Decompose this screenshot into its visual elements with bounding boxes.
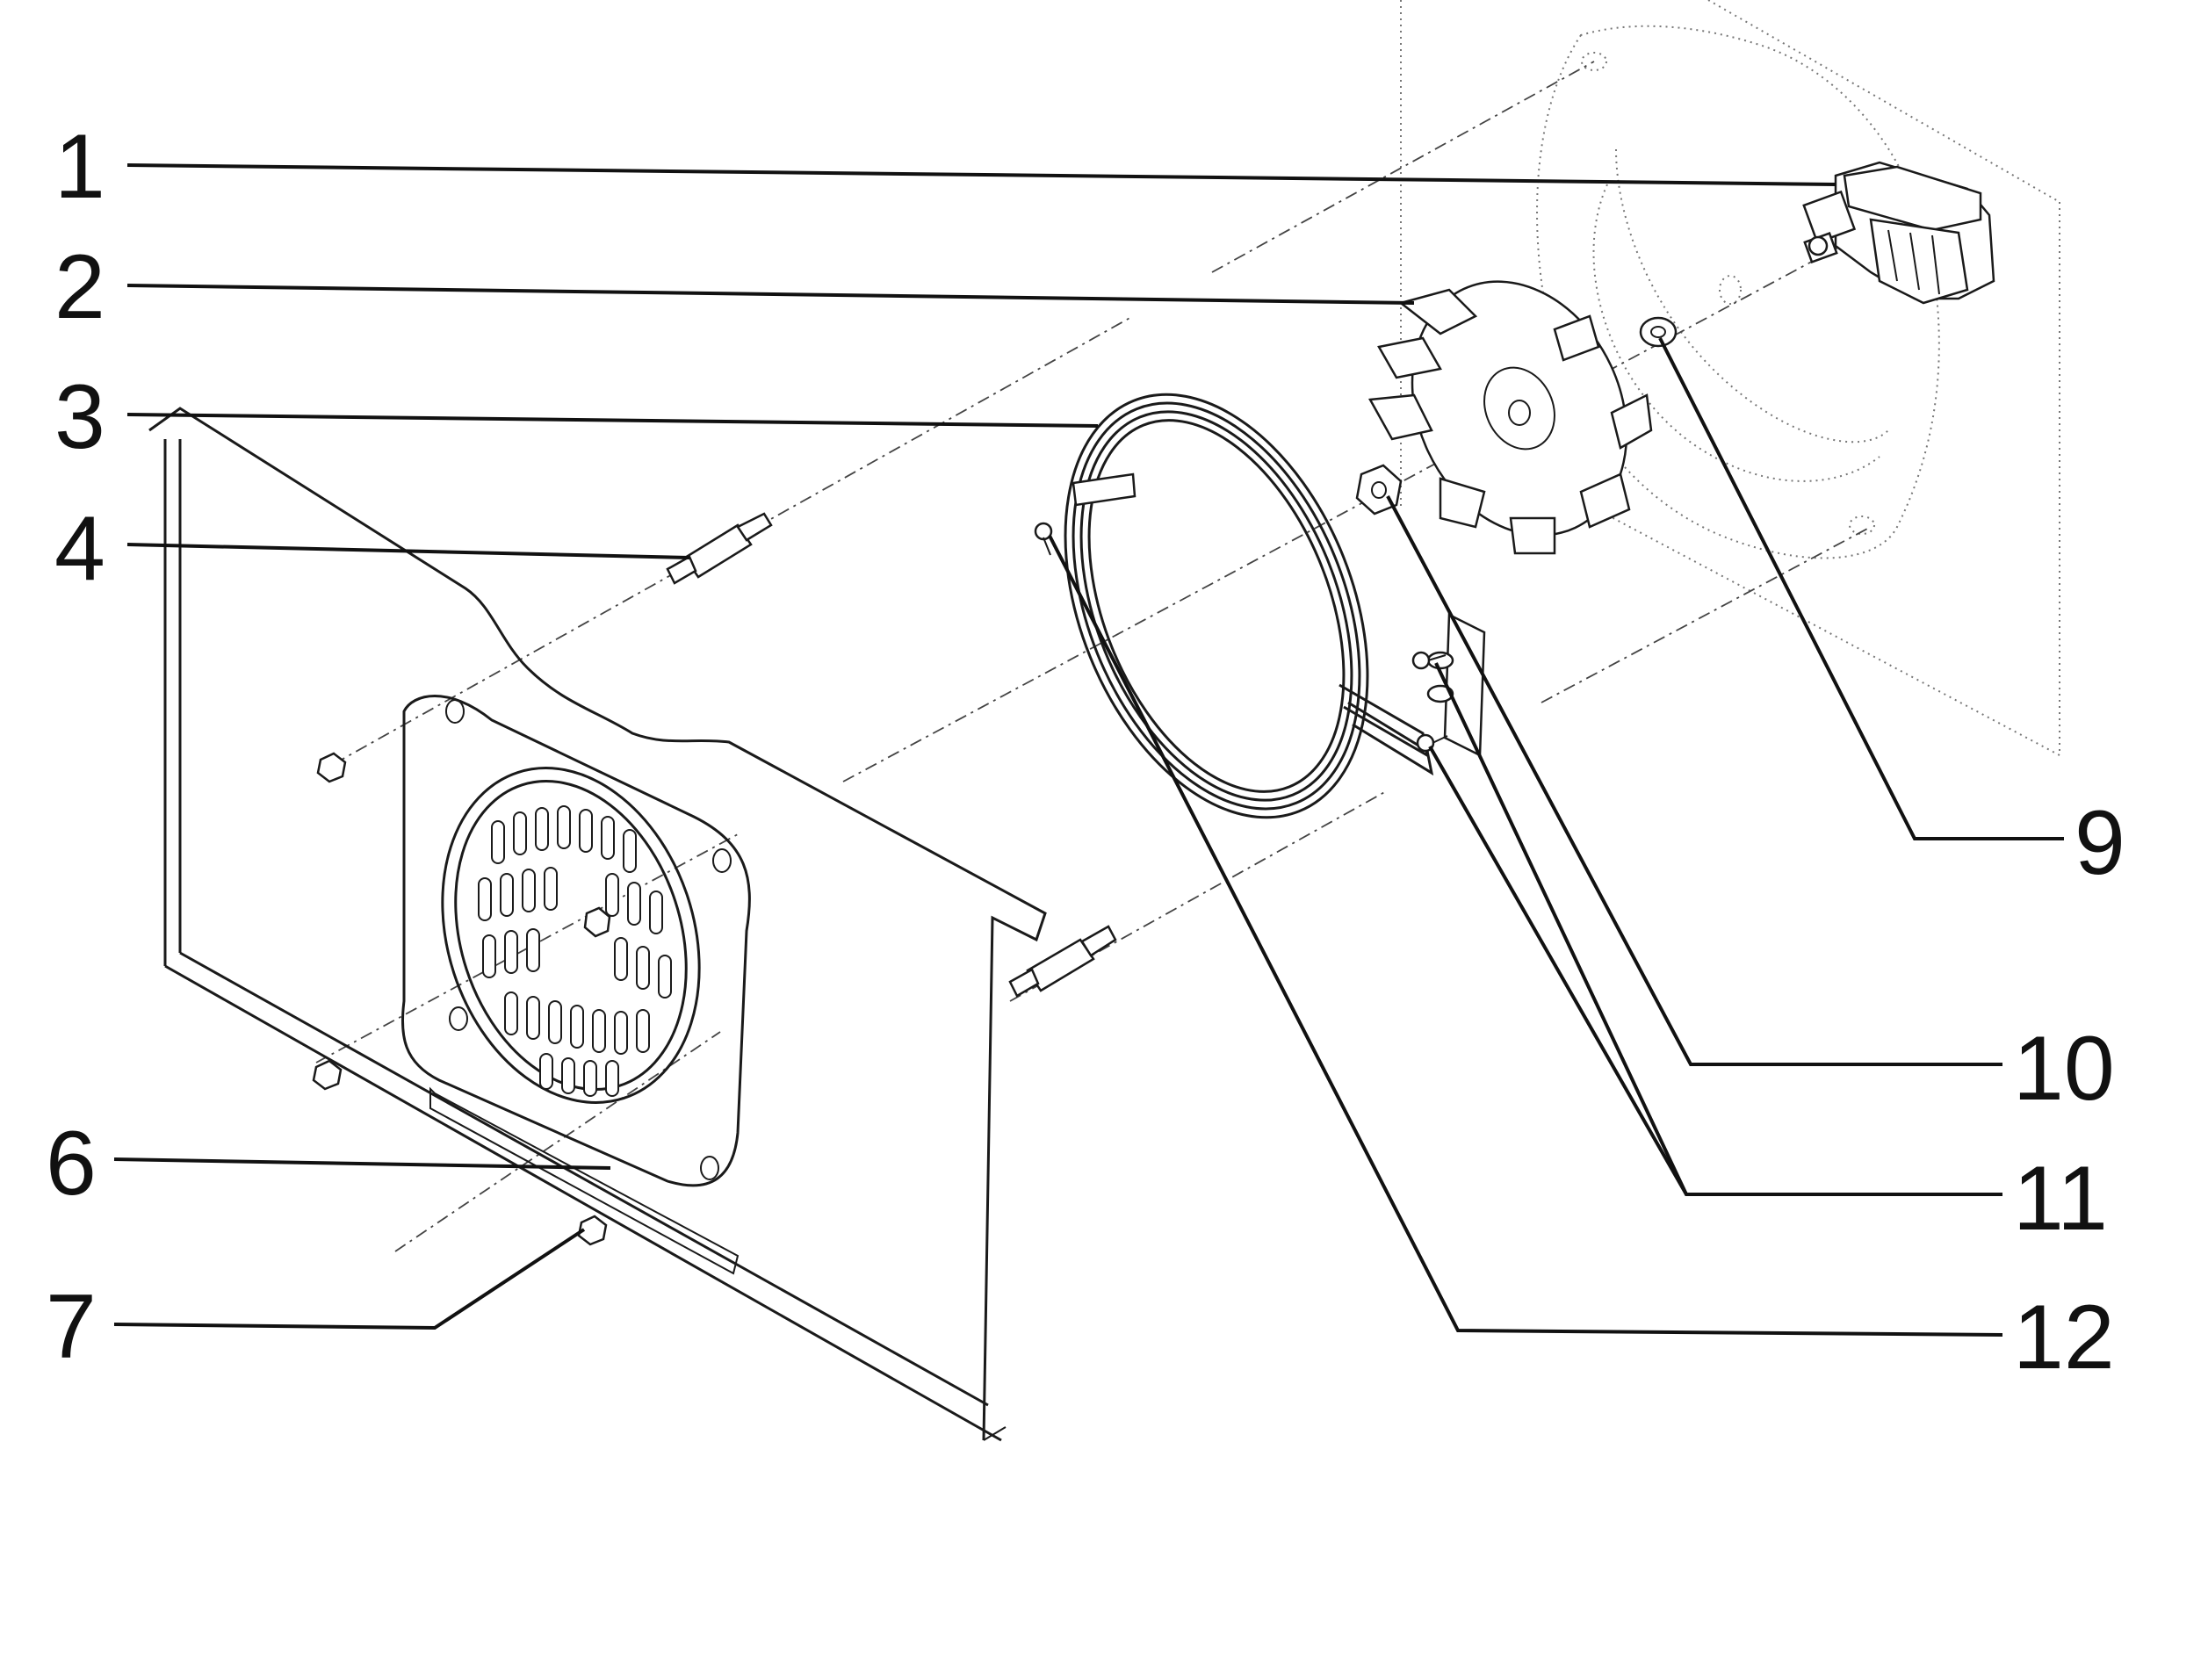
fan-cover-panel — [148, 407, 1047, 1442]
stud-lower — [1008, 925, 1117, 998]
callout-4: 4 — [54, 498, 105, 600]
motor — [1802, 161, 1995, 305]
leader-1 — [126, 163, 1836, 186]
leader-12 — [1048, 535, 2003, 1337]
callout-3: 3 — [54, 366, 105, 468]
leader-lines — [113, 163, 2064, 1337]
washer — [1639, 316, 1678, 348]
callout-10: 10 — [2013, 1018, 2115, 1120]
callout-9: 9 — [2075, 792, 2125, 894]
leader-7 — [113, 1228, 586, 1330]
callout-2: 2 — [54, 236, 105, 338]
leader-11b — [1428, 746, 1688, 1195]
leader-3 — [126, 413, 1099, 428]
callout-labels: 1 2 3 4 6 7 9 10 11 12 — [46, 116, 2125, 1388]
leader-4 — [126, 543, 690, 559]
leader-2 — [126, 284, 1415, 305]
callout-7: 7 — [46, 1276, 97, 1378]
screws — [1034, 522, 1448, 753]
leader-6 — [113, 1157, 611, 1170]
stud-upper — [666, 512, 773, 585]
callout-12: 12 — [2013, 1287, 2115, 1388]
leader-9 — [1658, 337, 2064, 840]
panel-nuts — [312, 752, 608, 1246]
callout-1: 1 — [54, 116, 105, 218]
heating-element — [1064, 393, 1486, 819]
leader-10 — [1386, 495, 2002, 1066]
fan-blade — [1367, 280, 1653, 555]
motor-mounting-plate — [1536, 25, 1940, 559]
callout-11: 11 — [2013, 1148, 2108, 1250]
grille-slots — [478, 805, 672, 1097]
callout-6: 6 — [46, 1113, 97, 1215]
